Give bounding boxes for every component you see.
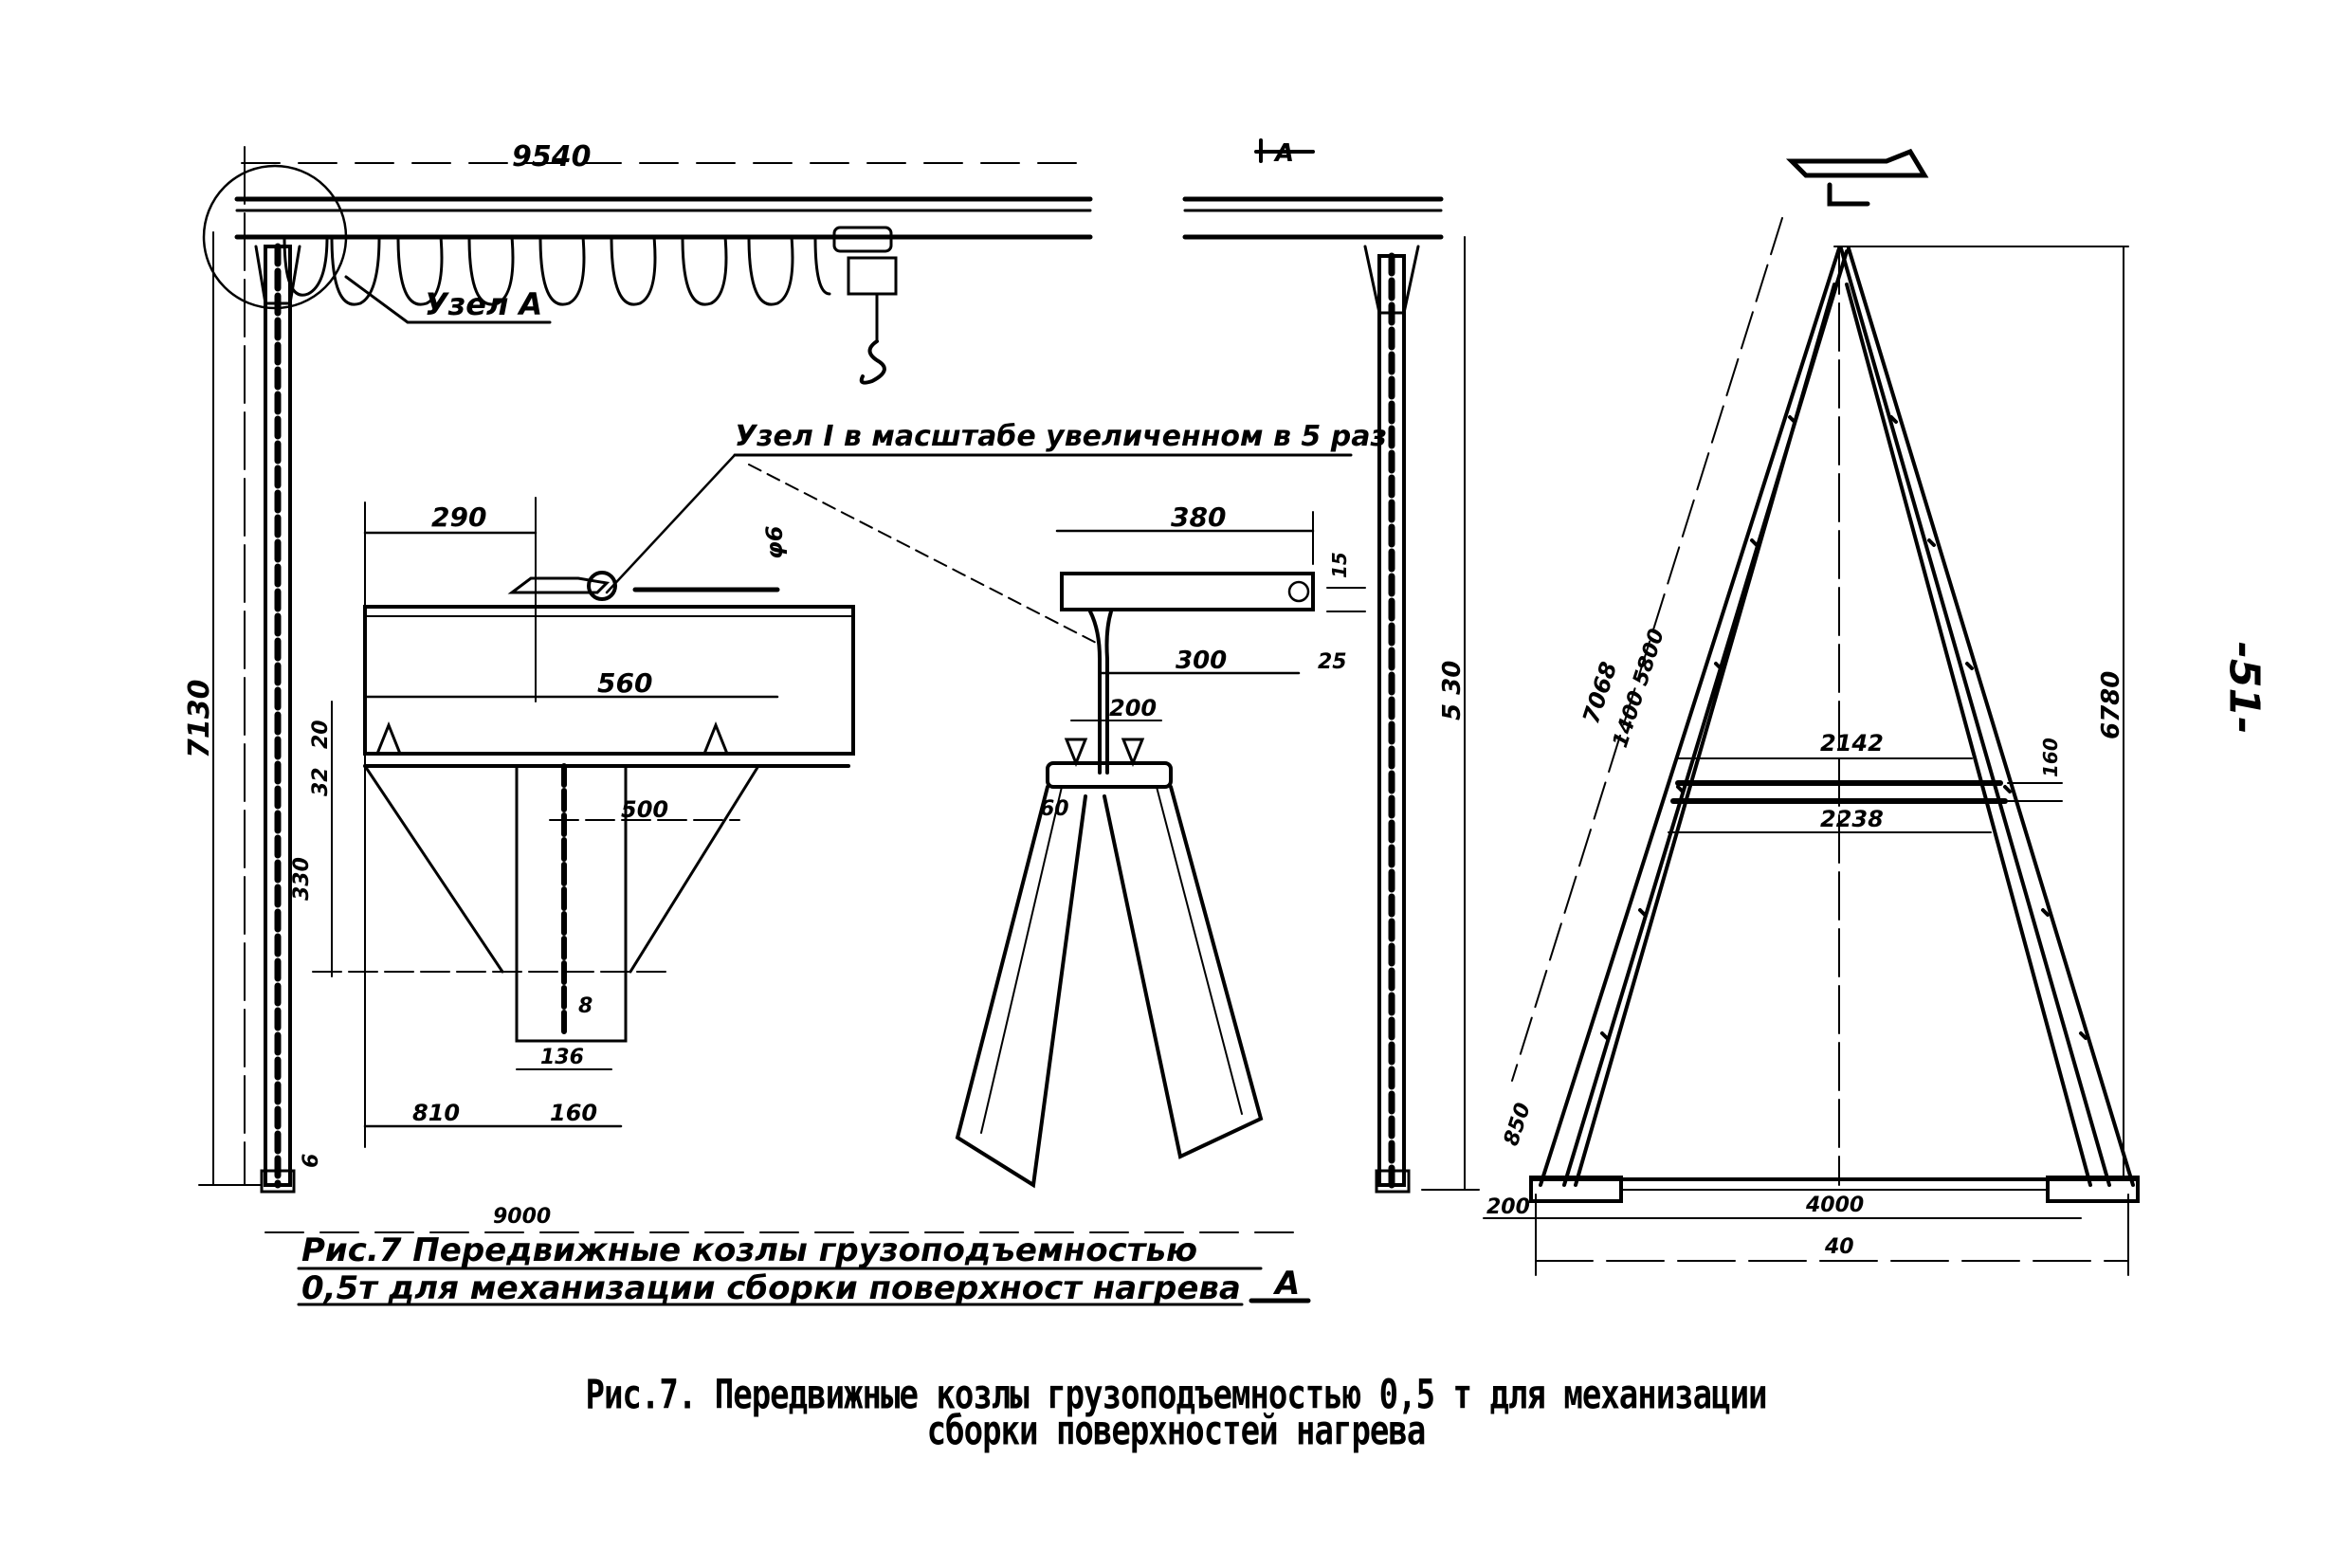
svg-text:380: 380 — [1171, 501, 1226, 533]
svg-text:32: 32 — [309, 767, 333, 796]
svg-text:7068: 7068 — [1577, 659, 1622, 727]
span-top-dimension: 9540 — [512, 140, 592, 173]
svg-text:Рис.7 Передвижные козлы грузо: Рис.7 Передвижные козлы грузоподъемность… — [301, 1231, 1197, 1269]
svg-text:290: 290 — [431, 501, 486, 533]
svg-text:25: 25 — [1318, 650, 1347, 674]
figure-caption-line-1: Рис.7. Передвижные козлы грузоподъемност… — [585, 1371, 1767, 1419]
node-a-label: Узел А — [425, 286, 542, 322]
svg-text:200: 200 — [1109, 695, 1157, 721]
detail-left: 290 φ6 560 20 32 330 500 8 136 810 — [290, 497, 855, 1148]
svg-text:0,5т для механизации сборки п: 0,5т для механизации сборки поверхност н… — [301, 1269, 1241, 1307]
svg-text:136: 136 — [540, 1046, 584, 1069]
side-view-a-frame: 2142 2238 160 7068 1400 5800 850 6780 20… — [1483, 148, 2140, 1276]
svg-text:160: 160 — [2039, 738, 2062, 777]
svg-text:500: 500 — [621, 796, 668, 823]
svg-text:200: 200 — [1486, 1195, 1530, 1219]
svg-text:40: 40 — [1824, 1235, 1854, 1259]
svg-text:7130: 7130 — [183, 680, 216, 759]
detail-middle: 380 15 300 25 200 60 — [955, 501, 1366, 1189]
svg-text:5 30: 5 30 — [1438, 661, 1467, 720]
figure-caption-line-2: сборки поверхностей нагрева — [926, 1407, 1427, 1455]
svg-text:560: 560 — [597, 667, 652, 699]
svg-text:4000: 4000 — [1805, 1194, 1864, 1217]
front-view-gantry: Узел А 7130 6 5 30 9540 А — [183, 138, 1480, 1194]
svg-text:810: 810 — [412, 1100, 460, 1126]
svg-text:φ6: φ6 — [761, 526, 788, 559]
svg-text:А: А — [1272, 1265, 1300, 1303]
svg-text:20: 20 — [309, 720, 333, 749]
svg-text:2142: 2142 — [1820, 730, 1884, 757]
svg-text:9000: 9000 — [493, 1205, 551, 1229]
svg-text:160: 160 — [550, 1100, 597, 1126]
handwritten-caption: 9000 Рис.7 Передвижные козлы грузоподъем… — [264, 1205, 1311, 1307]
page-number: -51- — [2219, 641, 2269, 735]
svg-text:330: 330 — [290, 857, 314, 901]
node-1-callout: Узел I в масштабе увеличенном в 5 раз — [605, 420, 1387, 646]
svg-text:15: 15 — [1328, 552, 1351, 578]
svg-text:850: 850 — [1500, 1100, 1536, 1148]
svg-text:300: 300 — [1176, 647, 1227, 675]
svg-text:6: 6 — [300, 1154, 323, 1168]
svg-text:1400 5800: 1400 5800 — [1609, 626, 1669, 750]
svg-text:8: 8 — [578, 994, 593, 1018]
svg-text:А: А — [1273, 139, 1294, 168]
node-1-label: Узел I в масштабе увеличенном в 5 раз — [735, 420, 1387, 453]
svg-text:6780: 6780 — [2097, 671, 2125, 739]
svg-text:2238: 2238 — [1820, 806, 1884, 832]
